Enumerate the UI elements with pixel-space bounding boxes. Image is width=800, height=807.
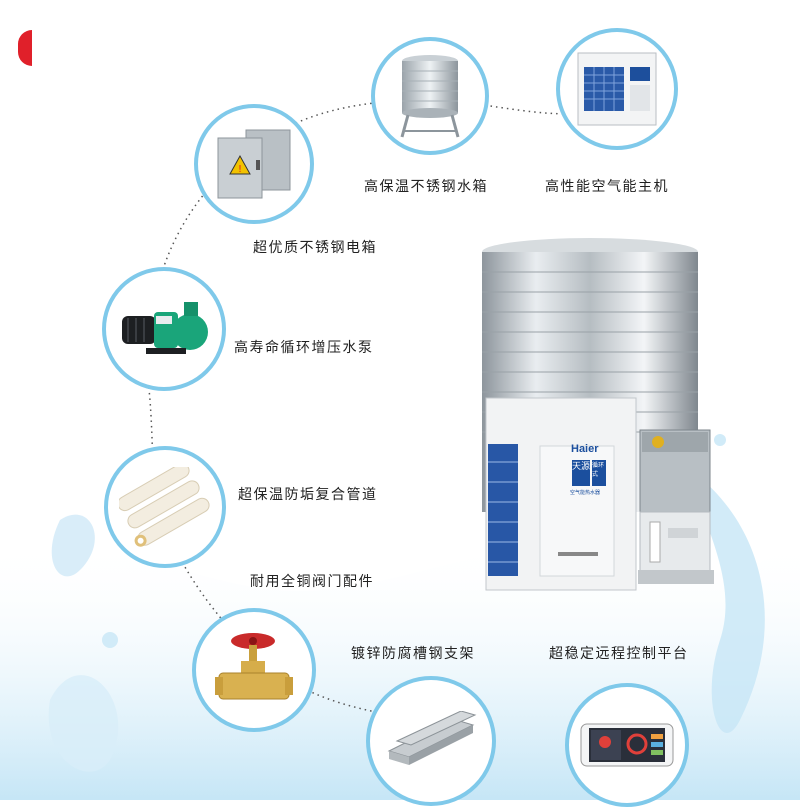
water-tank-circle (371, 37, 489, 155)
bracket-circle (366, 676, 496, 806)
control-label: 超稳定远程控制平台 (549, 646, 689, 662)
pipe-icon (119, 467, 210, 547)
unit-brand: Haier (571, 443, 599, 455)
water-tank-icon (400, 55, 460, 138)
valve-icon (215, 633, 293, 700)
valve-label: 耐用全铜阀门配件 (250, 574, 374, 590)
pipe-circle (104, 446, 226, 568)
electric-box-icon: ! (217, 129, 291, 199)
svg-text:!: ! (238, 164, 242, 175)
valve-circle (192, 608, 316, 732)
water-pump-icon (122, 302, 208, 354)
unit-series: 天源 (572, 462, 591, 472)
pump-label: 高寿命循环增压水泵 (234, 340, 374, 356)
unit-caption: 空气能热水器 (570, 490, 601, 496)
phone-app-circle (565, 683, 689, 807)
unit-series-sub: 循环式 (592, 462, 605, 478)
pipe-label: 超保温防垢复合管道 (238, 487, 378, 503)
bracket-label: 镀锌防腐槽钢支架 (351, 646, 475, 662)
heat-pump-icon (577, 52, 657, 126)
main-unit-illustration (482, 238, 714, 591)
phone-app-icon (580, 723, 674, 767)
water-pump-circle (102, 267, 226, 391)
brand-marker (18, 30, 32, 66)
channel-steel-icon (387, 711, 477, 765)
box-label: 超优质不锈钢电箱 (253, 240, 377, 256)
electric-box-circle: ! (194, 104, 314, 224)
tank-label: 高保温不锈钢水箱 (364, 179, 488, 195)
heat-pump-circle (556, 28, 678, 150)
host-label: 高性能空气能主机 (545, 179, 669, 195)
